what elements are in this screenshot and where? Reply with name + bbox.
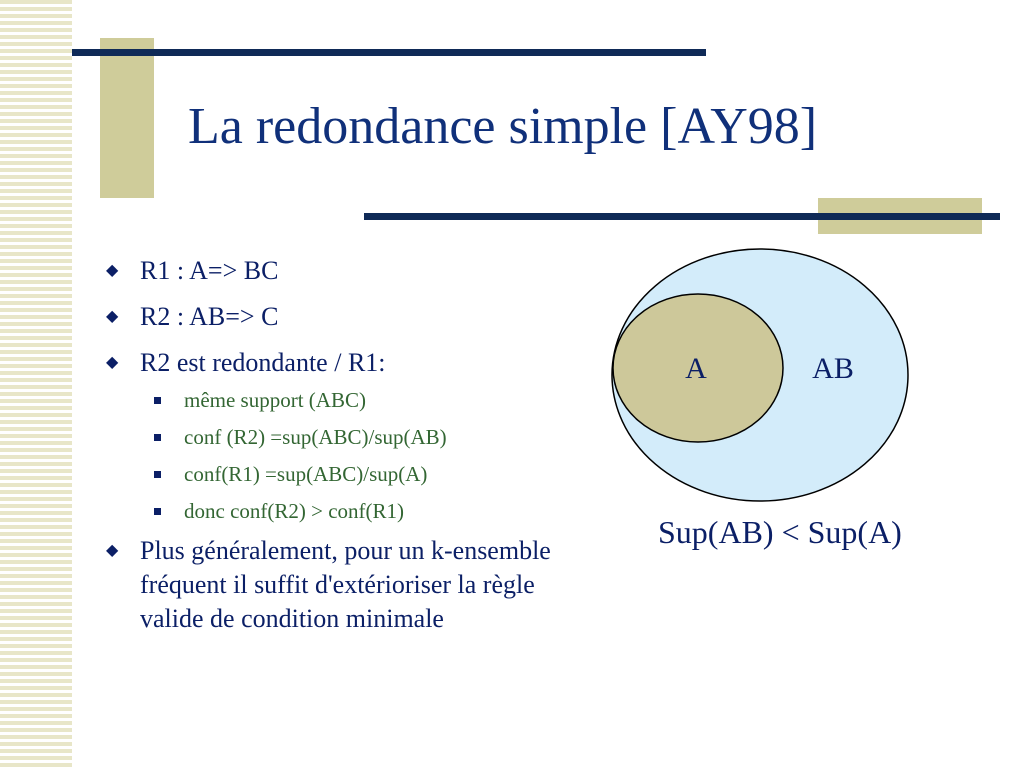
sub-bullet-item: même support (ABC) — [140, 382, 564, 419]
diamond-bullet-icon: ◆ — [106, 308, 119, 325]
square-bullet-icon — [154, 434, 161, 441]
decorative-stripes — [0, 0, 72, 768]
bullet-item: ◆ R2 est redondante / R1: — [104, 344, 564, 382]
square-bullet-icon — [154, 471, 161, 478]
top-rule — [72, 49, 706, 56]
bullet-text: Plus généralement, pour un k-ensemble fr… — [140, 536, 551, 633]
venn-diagram: A AB — [611, 248, 909, 502]
diamond-bullet-icon: ◆ — [106, 262, 119, 279]
bullet-list: ◆ R1 : A=> BC ◆ R2 : AB=> C ◆ R2 est red… — [104, 252, 564, 636]
inner-label: A — [685, 352, 707, 385]
bullet-text: R1 : A=> BC — [140, 256, 279, 285]
sub-bullet-text: conf(R1) =sup(ABC)/sup(A) — [184, 462, 428, 486]
sub-bullet-item: donc conf(R2) > conf(R1) — [140, 493, 564, 530]
sub-bullet-text: conf (R2) =sup(ABC)/sup(AB) — [184, 425, 447, 449]
diamond-bullet-icon: ◆ — [106, 354, 119, 371]
bullet-item: ◆ R1 : A=> BC — [104, 252, 564, 290]
top-accent-block — [100, 38, 154, 198]
inner-circle-a — [612, 293, 784, 443]
diamond-bullet-icon: ◆ — [106, 542, 119, 559]
bullet-item: ◆ R2 : AB=> C — [104, 298, 564, 336]
sub-bullet-item: conf (R2) =sup(ABC)/sup(AB) — [140, 419, 564, 456]
bullet-text: R2 est redondante / R1: — [140, 348, 386, 377]
slide-title: La redondance simple [AY98] — [188, 98, 818, 155]
bullet-item: ◆ Plus généralement, pour un k-ensemble … — [104, 532, 564, 636]
sub-bullet-text: même support (ABC) — [184, 388, 366, 412]
square-bullet-icon — [154, 508, 161, 515]
bullet-text: R2 : AB=> C — [140, 302, 279, 331]
outer-label: AB — [812, 352, 854, 385]
sub-bullet-item: conf(R1) =sup(ABC)/sup(A) — [140, 456, 564, 493]
diagram-caption: Sup(AB) < Sup(A) — [658, 514, 902, 550]
sub-bullet-text: donc conf(R2) > conf(R1) — [184, 499, 405, 523]
square-bullet-icon — [154, 397, 161, 404]
bottom-rule — [364, 213, 1000, 220]
